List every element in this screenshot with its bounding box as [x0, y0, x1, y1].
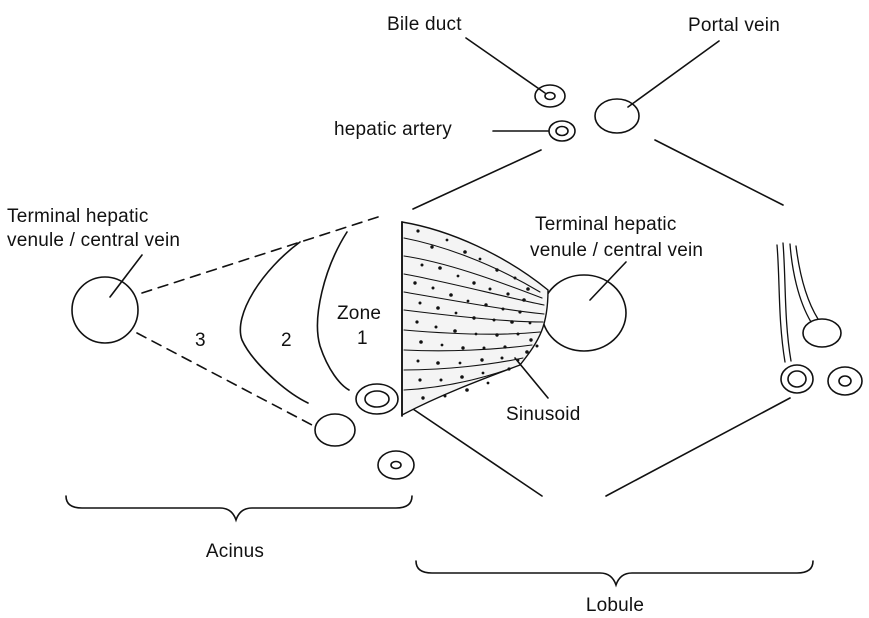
acinus-brace: [66, 496, 412, 520]
central-vein-right: [542, 275, 626, 351]
lobule-brace: [416, 561, 813, 585]
bile-duct-lower: [378, 451, 414, 479]
central-vein-left-leader: [110, 255, 142, 297]
hepatic-artery-top: [549, 121, 575, 141]
left-central-vein-label-line2: venule / central vein: [7, 230, 180, 252]
zone-1-label: 1: [357, 328, 368, 350]
zone-word-label: Zone: [337, 303, 381, 325]
zone-2-3-boundary: [240, 242, 308, 403]
zone-3-label: 3: [195, 330, 206, 352]
sinusoid-leader: [515, 358, 548, 398]
portal-vein-leader: [628, 41, 719, 107]
zone-2-label: 2: [281, 330, 292, 352]
right-central-vein-label-line2: venule / central vein: [530, 240, 703, 262]
portal-vein-label: Portal vein: [688, 15, 780, 37]
bile-duct-leader: [466, 38, 545, 93]
sinusoid-label: Sinusoid: [506, 404, 580, 426]
right-central-vein-label-line1: Terminal hepatic: [535, 214, 677, 236]
bile-duct-label: Bile duct: [387, 14, 462, 36]
portal-vein-right: [803, 319, 841, 347]
lobule-edge-upper-left: [413, 150, 541, 209]
lobule-edge-upper-right: [655, 140, 783, 205]
bile-duct-right: [828, 367, 862, 395]
lobule-label: Lobule: [560, 595, 670, 617]
central-vein-left: [72, 277, 138, 343]
hepatic-artery-lower: [356, 384, 398, 414]
lobule-edge-lower-right: [606, 398, 790, 496]
hepatic-artery-label: hepatic artery: [334, 119, 452, 141]
acinus-label: Acinus: [180, 541, 290, 563]
portal-vein-lower: [315, 414, 355, 446]
left-central-vein-label-line1: Terminal hepatic: [7, 206, 149, 228]
sinusoid-tissue-wedge: [402, 222, 548, 416]
hepatic-artery-right: [781, 365, 813, 393]
